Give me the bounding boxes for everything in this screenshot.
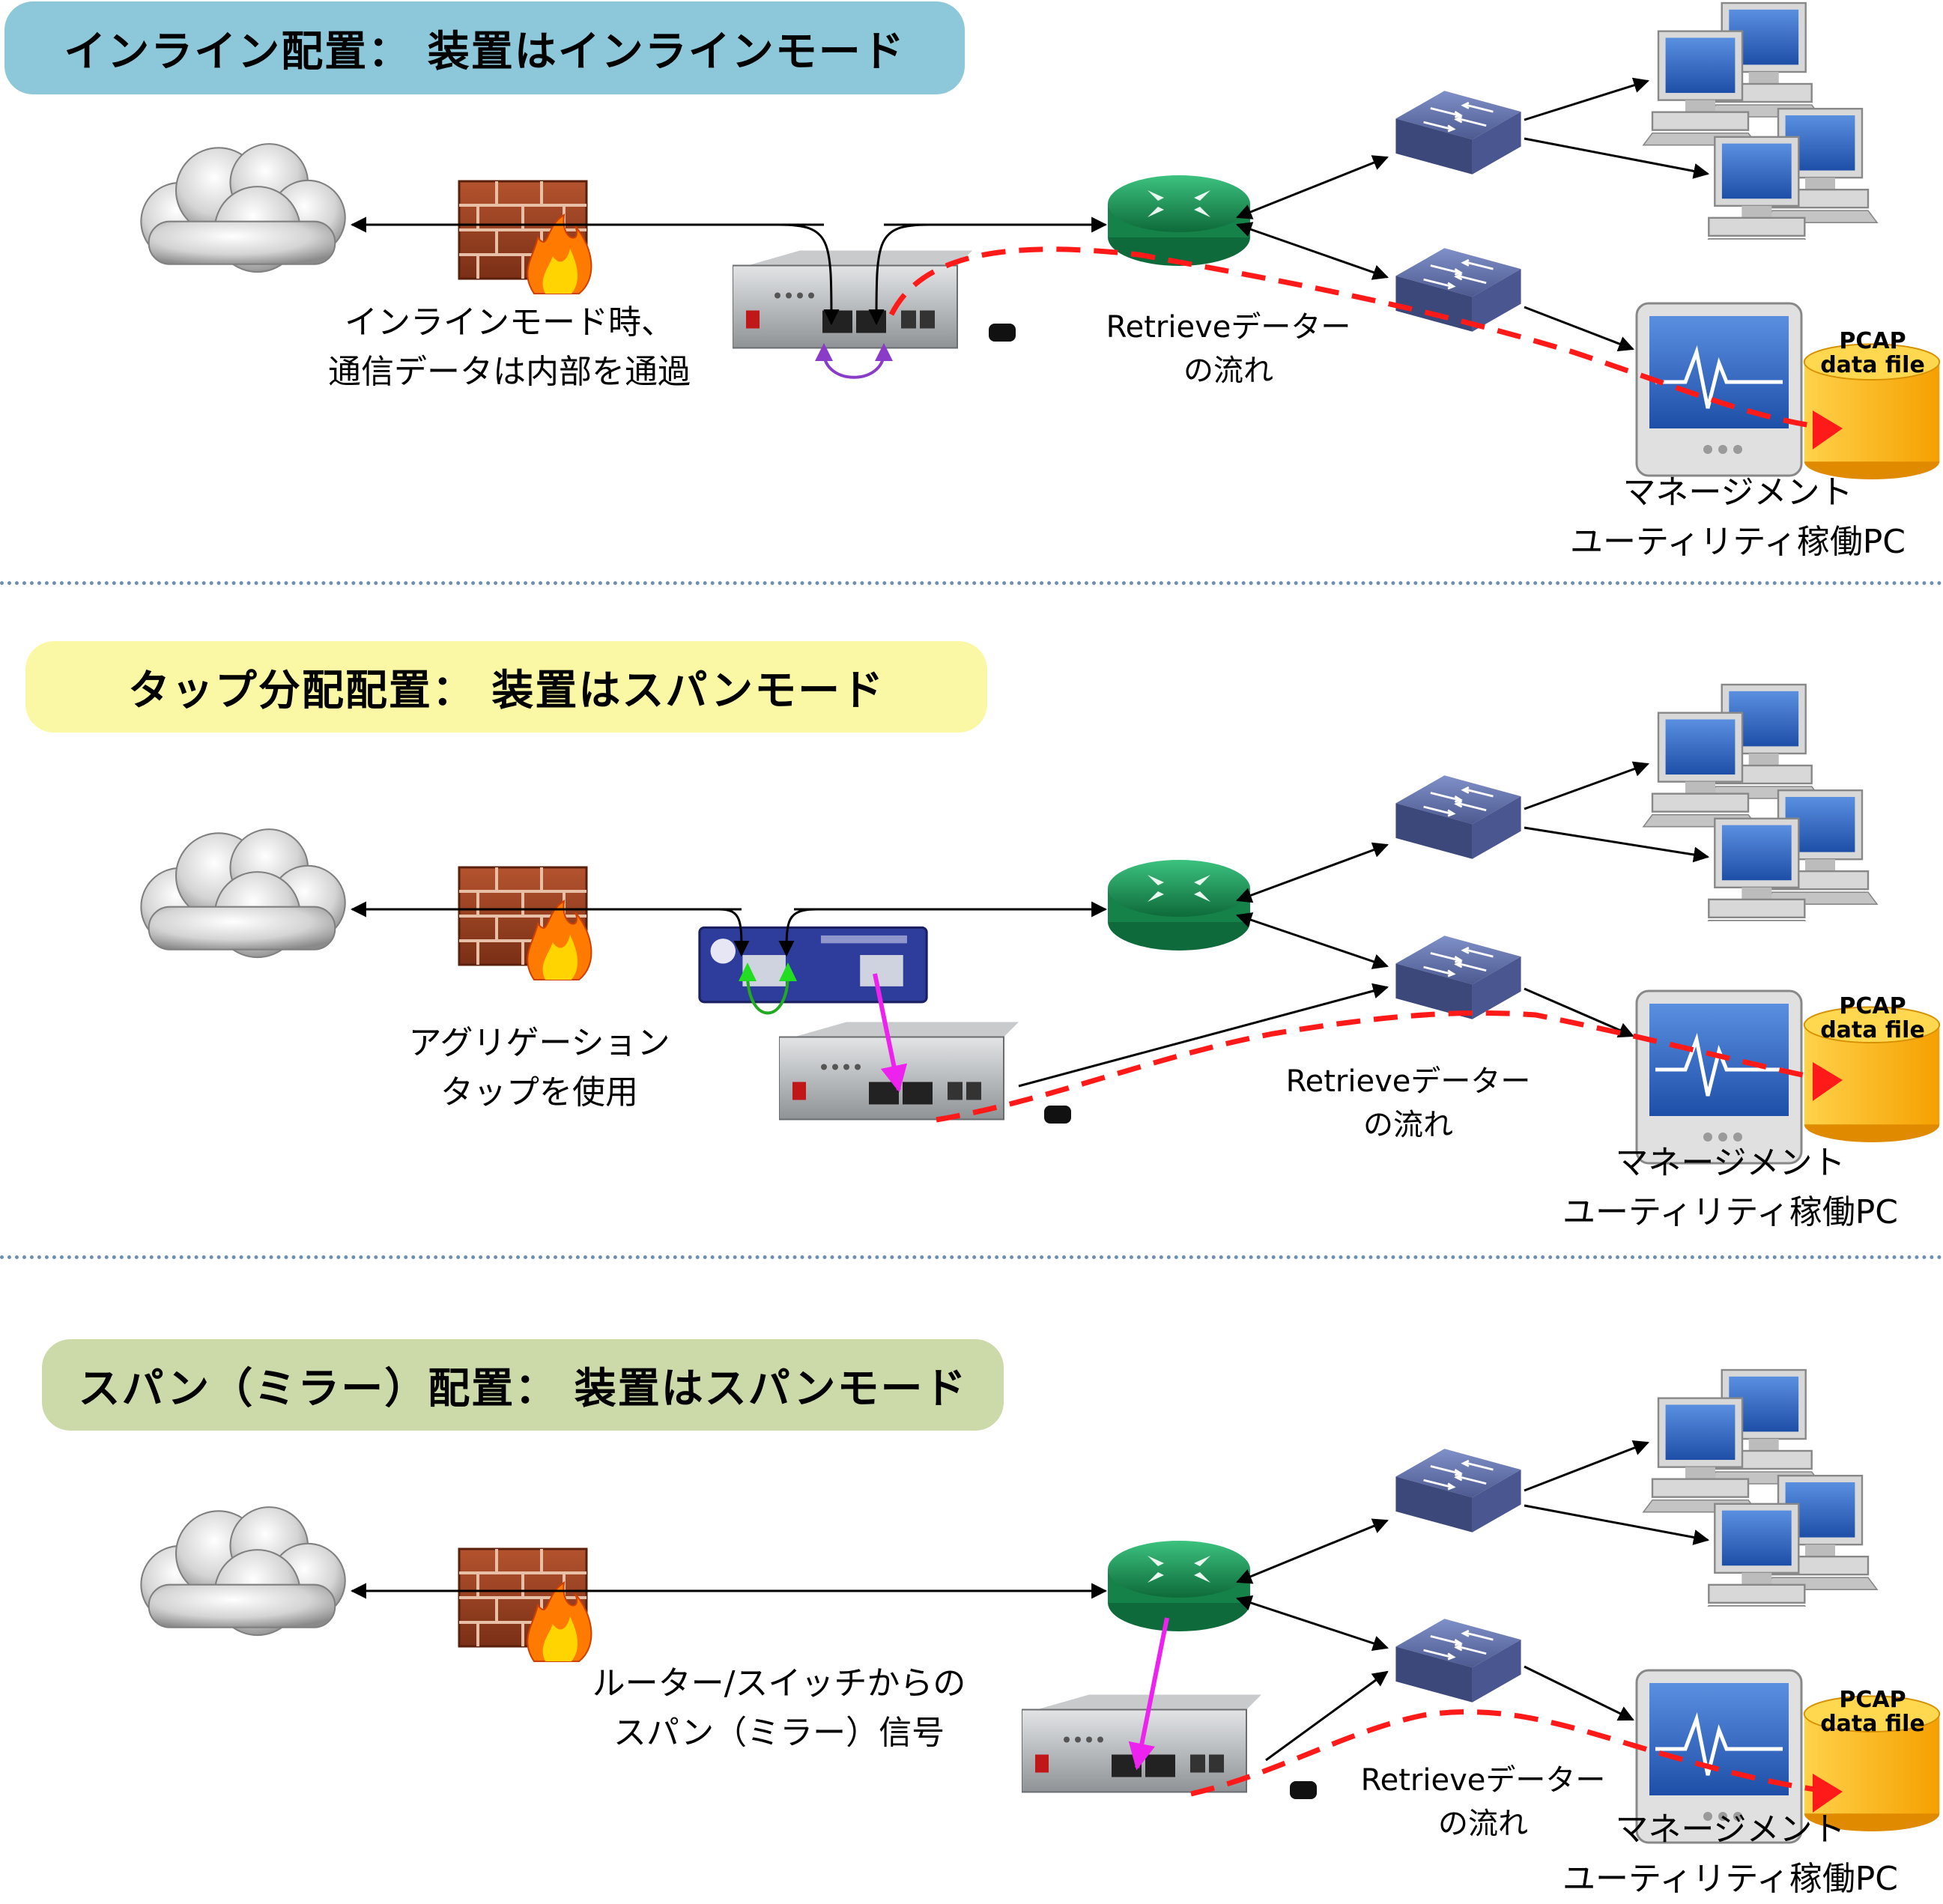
client-pcs-icon: [1643, 3, 1877, 251]
appliance-icon: [779, 1021, 1019, 1121]
flow-label: Retrieveデーターの流れ: [1106, 310, 1351, 388]
internet-cloud-icon: [140, 828, 346, 959]
management-pc-icon: [1637, 991, 1801, 1163]
firewall-icon: [459, 867, 591, 980]
flow-label: Retrieveデーターの流れ: [1285, 1064, 1531, 1142]
inline-note-label: インラインモード時、通信データは内部を通過: [328, 303, 691, 391]
section-3-diagram: [140, 1370, 1941, 1843]
section-divider: [0, 1255, 1943, 1259]
firewall-icon: [459, 1549, 591, 1661]
section-1-title: インライン配置： 装置はインラインモード: [4, 1, 965, 94]
management-pc-label: マネージメントユーティリティ稼働PC: [1562, 1810, 1898, 1898]
switch-icon: [1395, 89, 1522, 176]
tap-note-label: アグリゲーションタップを使用: [408, 1024, 670, 1112]
section-divider: [0, 581, 1943, 585]
internet-cloud-icon: [140, 1506, 346, 1637]
section-3-title: スパン（ミラー）配置： 装置はスパンモード: [42, 1339, 1004, 1431]
management-pc-label: マネージメントユーティリティ稼働PC: [1562, 1144, 1898, 1231]
span-note-label: ルーター/スイッチからのスパン（ミラー）信号: [592, 1664, 966, 1752]
router-icon: [1108, 175, 1250, 266]
router-icon: [1108, 1541, 1250, 1631]
switch-icon: [1395, 934, 1522, 1021]
appliance-icon: [733, 249, 972, 349]
power-adapter-icon: [1290, 1781, 1317, 1799]
router-icon: [1108, 860, 1250, 951]
flow-label: Retrieveデーターの流れ: [1360, 1763, 1606, 1841]
power-adapter-icon: [989, 324, 1016, 342]
switch-icon: [1395, 246, 1522, 333]
aggregation-tap-icon: [698, 926, 928, 1004]
firewall-icon: [459, 181, 591, 294]
management-pc-label: マネージメントユーティリティ稼働PC: [1570, 473, 1906, 561]
section-2-title: タップ分配配置： 装置はスパンモード: [25, 641, 987, 733]
section-2-diagram: [140, 685, 1941, 1163]
switch-icon: [1395, 774, 1522, 861]
switch-icon: [1395, 1617, 1522, 1704]
power-adapter-icon: [1044, 1106, 1071, 1124]
internet-cloud-icon: [140, 143, 346, 273]
section-1-diagram: [140, 3, 1941, 480]
client-pcs-icon: [1643, 1370, 1877, 1618]
switch-icon: [1395, 1447, 1522, 1534]
client-pcs-icon: [1643, 685, 1877, 933]
management-pc-icon: [1637, 303, 1801, 476]
